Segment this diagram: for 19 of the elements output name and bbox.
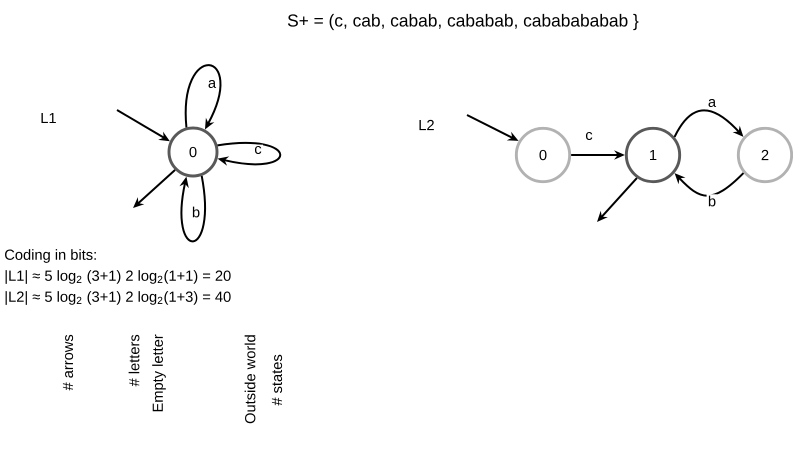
edge-label: a	[706, 98, 718, 108]
title: S+ = (c, cab, cabab, cababab, cababababab }	[288, 14, 638, 30]
edge-label: c	[584, 130, 594, 142]
edge-label: b	[190, 205, 202, 219]
label: Coding in bits:	[5, 249, 96, 263]
loop-arrow	[179, 176, 206, 242]
label: # letters	[128, 334, 140, 386]
edge-label: a	[206, 78, 218, 90]
edge-label: c	[253, 144, 263, 156]
label: |L2| ≈ 5 log$_{2}$ (3+1) 2 log$_{2}$(1+3) = 40	[6, 291, 231, 305]
label: Outside world	[244, 335, 256, 424]
loop-arrow	[217, 142, 281, 166]
label: # states	[272, 354, 282, 406]
label: L1	[42, 112, 56, 124]
label: L2	[419, 120, 434, 130]
edge-label: b	[706, 194, 718, 208]
label: # arrows	[62, 334, 74, 390]
label: Empty letter	[152, 334, 166, 412]
label: |L1| ≈ 5 log$_{2}$ (3+1) 2 log$_{2}$(1+1) = 20	[6, 270, 231, 284]
